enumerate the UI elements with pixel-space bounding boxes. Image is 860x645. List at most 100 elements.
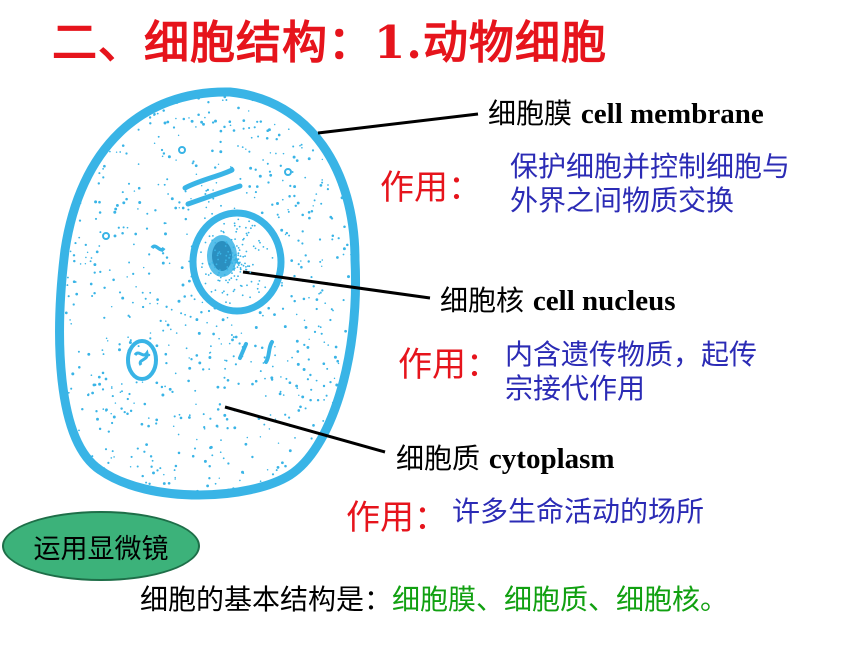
nucleus-dot	[245, 232, 248, 235]
nucleus-dot	[201, 262, 204, 265]
cytoplasm-dot	[106, 340, 109, 342]
cytoplasm-dot	[191, 95, 194, 97]
cytoplasm-dot	[59, 330, 62, 332]
nucleus-dot	[218, 271, 220, 274]
cytoplasm-dot	[299, 405, 302, 409]
cytoplasm-dot	[321, 289, 324, 292]
cytoplasm-dot	[300, 143, 303, 146]
cytoplasm-dot	[205, 206, 208, 209]
cytoplasm-dot	[99, 270, 102, 274]
cytoplasm-dot	[167, 481, 171, 485]
cytoplasm-dot	[323, 496, 325, 498]
nucleus-dot	[241, 243, 244, 246]
cytoplasm-dot	[346, 243, 349, 247]
cytoplasm-dot	[161, 261, 165, 265]
cytoplasm-dot	[248, 126, 251, 130]
cytoplasm-dot	[227, 462, 230, 465]
cytoplasm-dot	[121, 296, 125, 300]
cytoplasm-dot	[233, 426, 237, 430]
cytoplasm-dot	[312, 424, 315, 427]
cytoplasm-dot	[331, 146, 334, 149]
cytoplasm-dot	[110, 305, 113, 308]
cytoplasm-dot	[226, 316, 229, 319]
cytoplasm-dot	[178, 201, 181, 204]
nucleus-dot	[237, 252, 240, 255]
cytoplasm-dot	[245, 192, 248, 194]
cytoplasm-dot	[232, 336, 235, 339]
cytoplasm-dot	[250, 136, 253, 139]
cytoplasm-dot	[281, 461, 284, 465]
cytoplasm-dot	[60, 328, 63, 332]
cytoplasm-dot	[219, 140, 222, 144]
cytoplasm-dot	[148, 482, 151, 485]
cytoplasm-dot	[172, 126, 176, 129]
cytoplasm-dot	[350, 253, 352, 256]
cytoplasm-dot	[178, 207, 180, 209]
cytoplasm-dot	[248, 185, 252, 188]
nucleus-dot	[225, 279, 227, 282]
nucleus-dot	[259, 241, 261, 244]
nucleus-dot	[233, 265, 235, 268]
nucleus-dot	[257, 283, 260, 285]
cytoplasm-dot	[126, 498, 128, 500]
nucleus-dot	[244, 255, 247, 257]
cytoplasm-dot	[306, 345, 310, 349]
nucleus-dot	[264, 286, 267, 289]
cytoplasm-dot	[96, 93, 100, 96]
cytoplasm-dot	[259, 370, 262, 373]
cytoplasm-dot	[276, 466, 280, 469]
nucleus-dot	[219, 269, 221, 271]
cytoplasm-dot	[121, 232, 124, 235]
cytoplasm-dot	[356, 363, 358, 365]
cytoplasm-dot	[280, 228, 284, 232]
cytoplasm-dot	[161, 155, 164, 158]
cytoplasm-dot	[295, 384, 298, 388]
cytoplasm-dot	[293, 185, 297, 189]
cytoplasm-dot	[118, 348, 121, 352]
cytoplasm-dot	[336, 256, 339, 259]
cytoplasm-dot	[270, 95, 273, 97]
nucleus-dot	[201, 266, 203, 268]
cytoplasm-dot	[281, 198, 284, 201]
cytoplasm-dot	[90, 374, 93, 377]
cytoplasm-dot	[292, 145, 295, 148]
nucleus-dot	[239, 268, 242, 271]
cytoplasm-dot	[91, 391, 94, 395]
cytoplasm-dot	[260, 211, 264, 215]
cytoplasm-dot	[221, 318, 225, 322]
nucleus-dot	[230, 238, 233, 241]
cytoplasm-dot	[256, 185, 259, 188]
cytoplasm-dot	[195, 126, 197, 128]
nucleus-dot	[230, 277, 233, 280]
cytoplasm-dot	[242, 119, 246, 122]
cytoplasm-dot	[302, 368, 306, 371]
cytoplasm-dot	[169, 328, 172, 331]
cytoplasm-dot	[128, 392, 131, 396]
cytoplasm-dot	[206, 321, 208, 324]
cytoplasm-dot	[65, 491, 68, 494]
cytoplasm-dot	[59, 219, 62, 222]
cytoplasm-dot	[253, 196, 256, 199]
cytoplasm-dot	[184, 217, 188, 221]
cytoplasm-dot	[188, 357, 190, 359]
cytoplasm-dot	[214, 482, 217, 485]
cytoplasm-dot	[96, 417, 99, 421]
cytoplasm-dot	[72, 280, 76, 284]
nucleus-dot	[200, 251, 202, 254]
microscope-button[interactable]: 运用显微镜	[2, 511, 200, 581]
cytoplasm-dot	[311, 484, 314, 487]
cytoplasm-dot	[277, 442, 280, 444]
cytoplasm-dot	[183, 295, 186, 298]
cytoplasm-dot	[79, 499, 80, 500]
cytoplasm-dot	[131, 301, 134, 304]
cytoplasm-dot	[188, 414, 191, 417]
cytoplasm-dot	[104, 448, 108, 451]
cytoplasm-dot	[120, 383, 123, 385]
cytoplasm-dot	[149, 332, 152, 334]
cytoplasm-dot	[268, 170, 271, 173]
cytoplasm-dot	[187, 208, 190, 211]
cytoplasm-dot	[222, 457, 225, 460]
nucleus-dot	[227, 281, 229, 284]
cytoplasm-dot	[137, 186, 141, 190]
cytoplasm-dot	[285, 231, 289, 235]
